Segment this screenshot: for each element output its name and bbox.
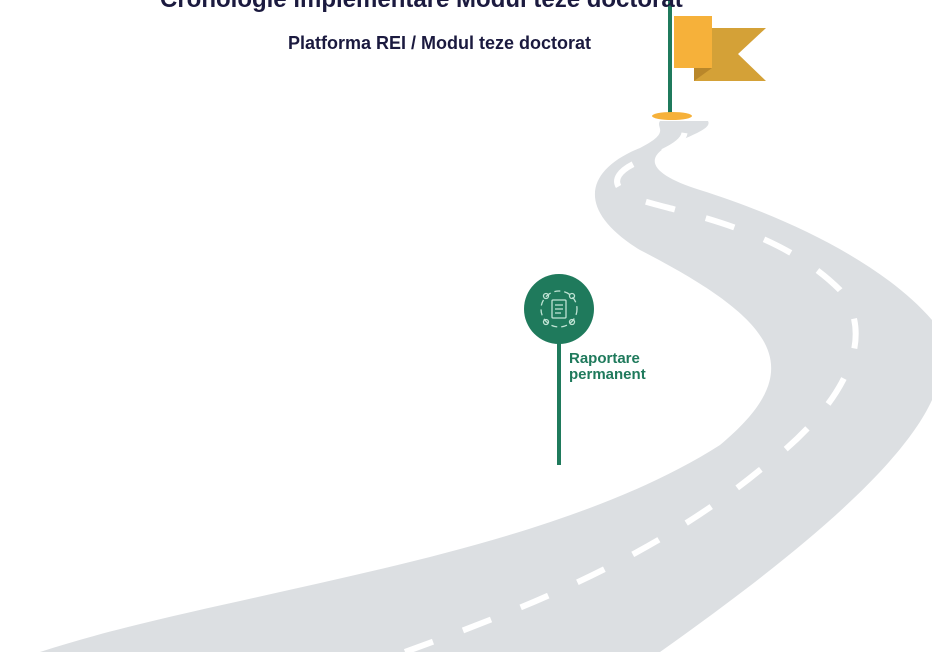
- team-document-icon: [540, 290, 578, 328]
- flag-pole: [668, 0, 672, 116]
- goal-label: Platforma REI / Modul teze doctorat: [288, 33, 592, 53]
- page-title: Cronologie implementare Modul teze docto…: [160, 0, 683, 14]
- flag-icon: [674, 16, 766, 81]
- lane-marking: [403, 122, 859, 652]
- flag-base: [652, 112, 692, 120]
- road: [40, 121, 932, 652]
- milestone-pin-stem: [557, 340, 561, 465]
- milestone-label: Raportare permanent: [569, 351, 646, 383]
- milestone-label-line2: permanent: [569, 366, 646, 383]
- milestone-label-line1: Raportare: [569, 350, 640, 367]
